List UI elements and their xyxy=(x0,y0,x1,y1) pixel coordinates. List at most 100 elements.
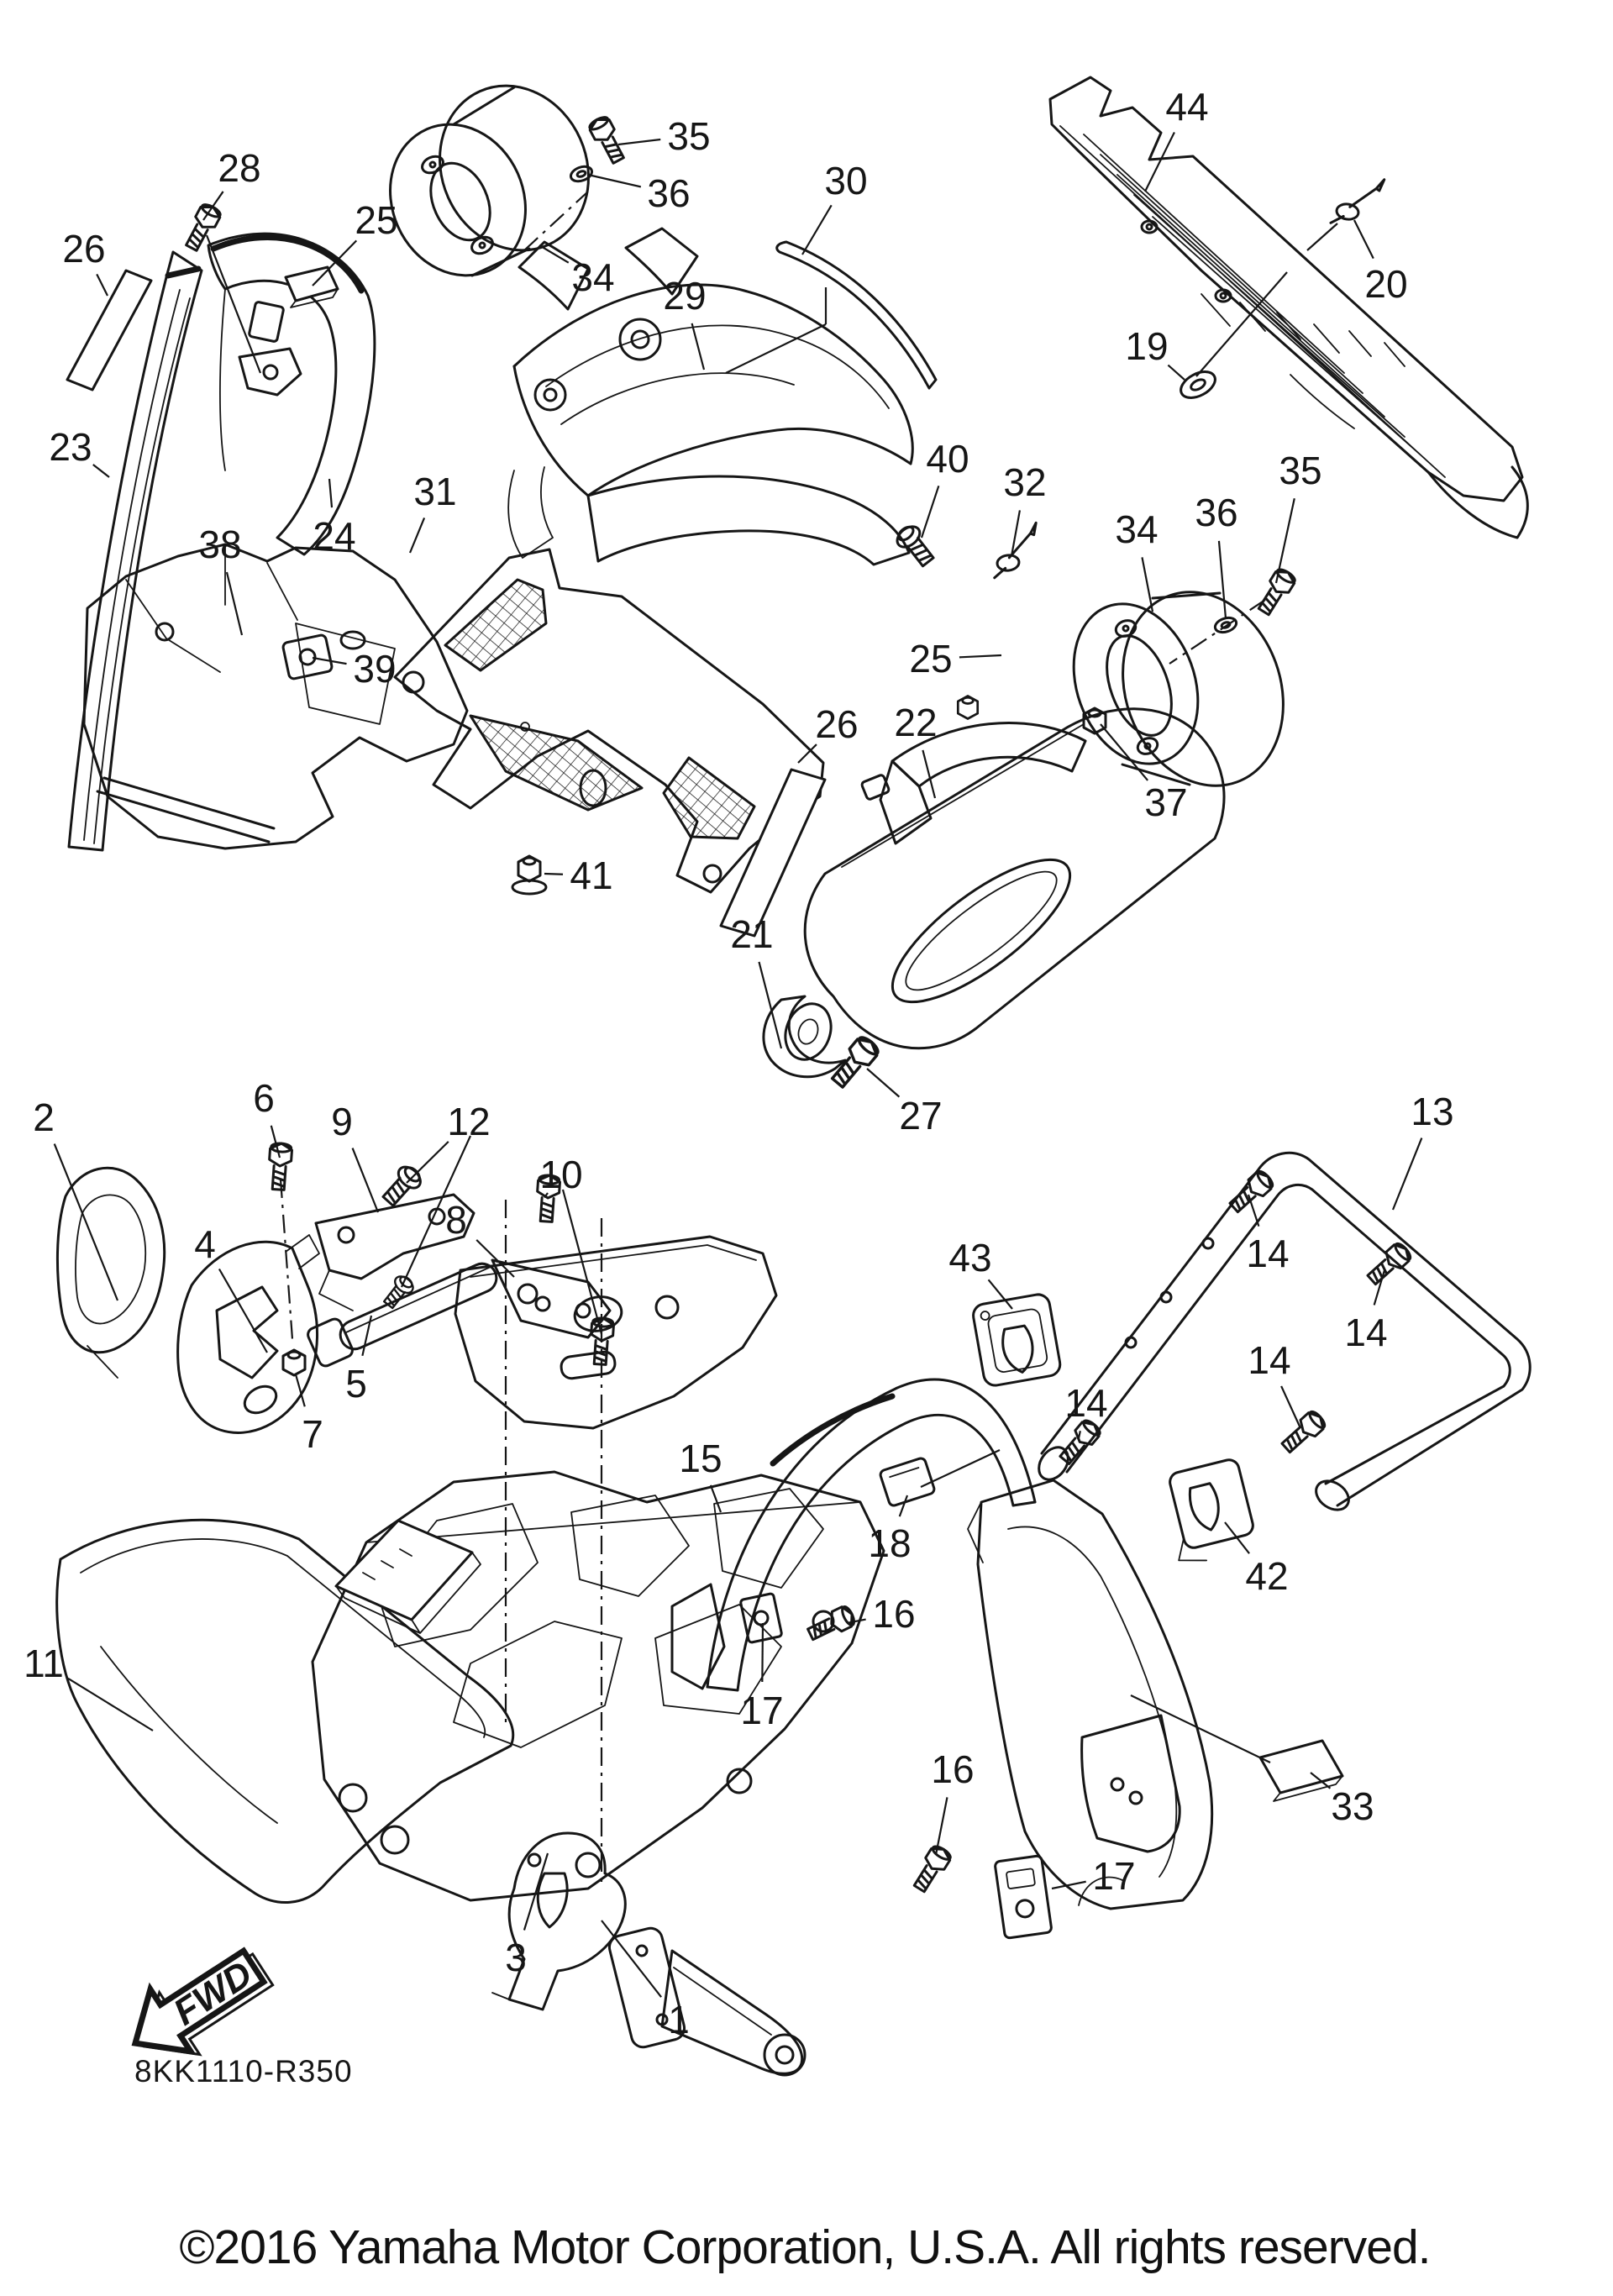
callout-label-10: 10 xyxy=(539,1153,582,1196)
leader-line-25 xyxy=(959,654,1002,659)
callout-label-1: 1 xyxy=(668,1998,690,2041)
leader-line-11 xyxy=(67,1677,154,1731)
leader-line-40 xyxy=(920,485,940,539)
construction-line xyxy=(920,1449,1001,1488)
fwd-arrow-icon xyxy=(131,1947,268,2056)
callout-label-21: 21 xyxy=(730,912,773,956)
part-4-bracket-plate xyxy=(176,1234,320,1434)
callout-label-8: 8 xyxy=(445,1198,467,1242)
callout-label-5: 5 xyxy=(345,1362,367,1405)
callout-label-29: 29 xyxy=(663,274,706,318)
leader-line-15 xyxy=(709,1484,722,1513)
leader-line-1 xyxy=(601,1920,662,1998)
leader-line-37 xyxy=(1100,723,1148,781)
leader-line-5 xyxy=(361,1315,373,1357)
frame-reference xyxy=(311,1470,885,1902)
leader-line-17 xyxy=(761,1622,764,1683)
part-26-film-front xyxy=(66,269,153,391)
bolt-16b-icon xyxy=(908,1842,954,1896)
callout-label-41: 41 xyxy=(570,854,612,897)
leader-line-28 xyxy=(202,191,224,221)
part-34-roller xyxy=(389,84,590,277)
nut-silencer-icon xyxy=(956,695,980,720)
bolt-14c-icon xyxy=(1277,1407,1329,1458)
leader-line-39 xyxy=(312,656,347,665)
leader-line-33 xyxy=(1310,1772,1332,1789)
clip-18-icon xyxy=(879,1457,936,1507)
callout-label-2: 2 xyxy=(33,1095,55,1139)
leader-line-14 xyxy=(1280,1385,1302,1429)
callout-label-37: 37 xyxy=(1144,780,1187,824)
part-43-latch xyxy=(972,1293,1062,1387)
callout-label-20: 20 xyxy=(1364,262,1407,306)
part-9-stay xyxy=(314,1193,475,1311)
leader-line-14 xyxy=(1247,1194,1260,1227)
bolt-35b-icon xyxy=(1253,565,1299,619)
callout-label-25: 25 xyxy=(355,198,397,242)
clip-17b-icon xyxy=(994,1854,1053,1940)
callout-label-14: 14 xyxy=(1064,1381,1107,1425)
construction-dash-line xyxy=(1169,599,1266,665)
part-11-bumper xyxy=(55,1518,515,1904)
part-38-duct xyxy=(82,543,469,850)
leader-line-34 xyxy=(1141,557,1154,612)
part-15-trim xyxy=(670,1378,1037,1692)
callout-label-6: 6 xyxy=(253,1076,275,1120)
callout-label-36: 36 xyxy=(647,171,690,215)
part-28-bracket xyxy=(238,301,302,397)
leader-line-4 xyxy=(218,1268,268,1353)
callout-label-42: 42 xyxy=(1245,1554,1288,1598)
callout-label-11: 11 xyxy=(24,1642,64,1685)
construction-lines-layer xyxy=(205,191,1338,1889)
washer-36-icon xyxy=(567,162,596,186)
leader-line-17 xyxy=(1051,1880,1086,1890)
leader-line-18 xyxy=(898,1495,909,1517)
callout-label-34: 34 xyxy=(1115,507,1158,551)
callout-label-39: 39 xyxy=(353,647,396,691)
leader-line-29 xyxy=(691,323,706,370)
callout-label-18: 18 xyxy=(868,1521,911,1565)
callout-label-35: 35 xyxy=(1279,449,1321,492)
leader-line-24 xyxy=(328,478,334,508)
construction-line xyxy=(1130,1694,1271,1763)
nut-7-icon xyxy=(281,1348,307,1377)
part-30-seal-strip xyxy=(775,240,938,390)
construction-line xyxy=(1306,223,1338,251)
leader-line-19 xyxy=(1167,364,1185,381)
leader-line-20 xyxy=(1353,219,1374,260)
part-rear-panel xyxy=(967,1479,1214,1910)
part-8-bracket xyxy=(454,1235,778,1430)
nut-41-icon xyxy=(511,854,548,896)
part-31-mesh-stay xyxy=(393,548,825,894)
leader-line-13 xyxy=(1391,1137,1423,1211)
leader-line-43 xyxy=(987,1279,1013,1310)
grommet-19-icon xyxy=(1180,370,1216,399)
leader-line-36 xyxy=(587,173,642,188)
part-2-side-cover xyxy=(55,1166,166,1379)
part-26b-film xyxy=(719,768,827,938)
leader-line-38 xyxy=(225,571,244,636)
callout-label-14: 14 xyxy=(1248,1338,1290,1382)
callout-label-25: 25 xyxy=(909,637,952,680)
callout-label-24: 24 xyxy=(313,514,355,558)
leader-line-31 xyxy=(408,518,426,554)
callout-label-17: 17 xyxy=(1092,1854,1135,1898)
rivet-20-icon xyxy=(1329,171,1386,231)
leader-line-21 xyxy=(758,961,783,1049)
construction-line xyxy=(205,234,262,374)
copyright: ©2016 Yamaha Motor Corporation, U.S.A. A… xyxy=(180,2220,1431,2274)
part-5-strut xyxy=(307,1258,612,1368)
bolt-35-icon xyxy=(586,113,630,167)
bolt-14b-icon xyxy=(1363,1239,1415,1290)
callout-label-38: 38 xyxy=(198,523,241,566)
callout-label-35: 35 xyxy=(667,114,710,158)
leader-line-32 xyxy=(1010,510,1022,557)
construction-line xyxy=(725,323,827,374)
callout-label-14: 14 xyxy=(1246,1232,1289,1275)
leader-line-27 xyxy=(866,1068,901,1098)
leader-line-8 xyxy=(475,1239,515,1278)
leader-line-22 xyxy=(922,749,937,799)
leader-line-26 xyxy=(96,273,108,297)
part-33-pad xyxy=(1258,1739,1344,1802)
